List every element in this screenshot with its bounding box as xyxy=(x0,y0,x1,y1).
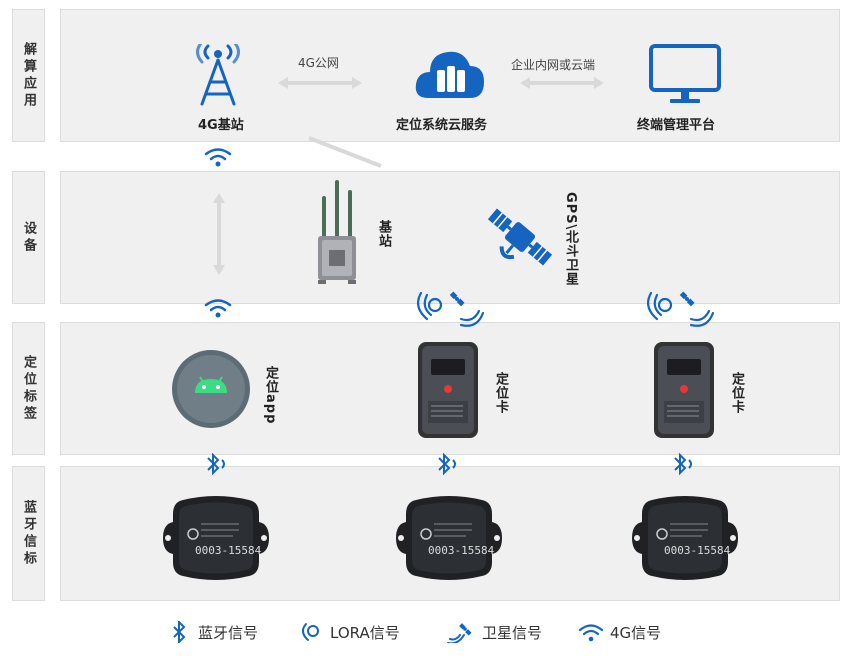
android-app-icon xyxy=(171,349,251,429)
satellite-label: GPS\北斗卫星 xyxy=(561,192,580,286)
row-label-tags: 定位标签 xyxy=(12,322,45,455)
cloud-server-icon xyxy=(414,48,486,100)
base-station-device-icon xyxy=(312,176,362,286)
lora-icon xyxy=(300,621,324,643)
platform-label: 终端管理平台 xyxy=(637,114,715,133)
row-label-devices: 设备 xyxy=(12,171,45,304)
monitor-icon xyxy=(648,43,722,105)
wifi-icon xyxy=(578,621,604,643)
beacon-device: 0003-15584 xyxy=(396,494,502,582)
cloud-service-label: 定位系统云服务 xyxy=(396,114,487,133)
legend-4g: 4G信号 xyxy=(578,620,661,644)
bluetooth-icon xyxy=(170,621,192,643)
row-label-beacons: 蓝牙信标 xyxy=(12,466,45,601)
legend-label: LORA信号 xyxy=(330,622,400,643)
legend-label: 卫星信号 xyxy=(482,622,542,643)
base-station-label: 基站 xyxy=(374,220,393,248)
satellite-icon xyxy=(484,200,556,274)
beacon-device: 0003-15584 xyxy=(163,494,269,582)
station-4g-label: 4G基站 xyxy=(198,114,244,133)
satellite-signal-icon xyxy=(446,621,476,643)
tower-icon xyxy=(190,44,246,106)
card1-label: 定位卡 xyxy=(491,372,510,414)
legend-label: 蓝牙信号 xyxy=(198,622,258,643)
lora-satellite-signal-icon xyxy=(413,287,485,327)
card2-label: 定位卡 xyxy=(727,372,746,414)
arrow-enterprise-link xyxy=(520,76,604,90)
legend-satellite: 卫星信号 xyxy=(446,620,542,644)
bluetooth-icon xyxy=(202,452,232,476)
link-enterprise-label: 企业内网或云端 xyxy=(511,56,595,73)
beacon-id: 0003-15584 xyxy=(195,544,261,557)
wifi-icon xyxy=(203,148,233,168)
beacon-id: 0003-15584 xyxy=(428,544,494,557)
location-card-device xyxy=(417,341,479,439)
app-label: 定位app xyxy=(261,366,280,424)
bluetooth-icon xyxy=(433,452,463,476)
arrow-station-satellite xyxy=(305,134,385,170)
lora-satellite-signal-icon xyxy=(643,287,715,327)
bluetooth-icon xyxy=(669,452,699,476)
arrow-4g-link xyxy=(278,76,362,90)
legend-lora: LORA信号 xyxy=(300,620,400,644)
link-4g-label: 4G公网 xyxy=(298,54,339,71)
arrow-vertical-link xyxy=(212,193,226,275)
legend-bluetooth: 蓝牙信号 xyxy=(170,620,258,644)
band-devices xyxy=(60,171,840,304)
row-label-solution: 解算应用 xyxy=(12,9,45,142)
wifi-icon xyxy=(203,299,233,321)
location-card-device xyxy=(653,341,715,439)
legend-label: 4G信号 xyxy=(610,622,661,643)
beacon-device: 0003-15584 xyxy=(632,494,738,582)
beacon-id: 0003-15584 xyxy=(664,544,730,557)
